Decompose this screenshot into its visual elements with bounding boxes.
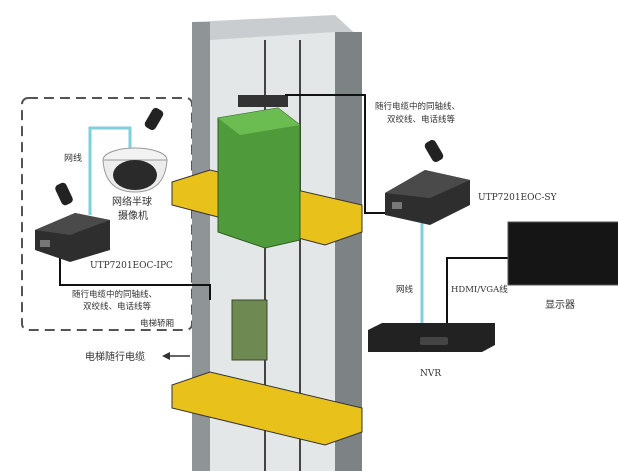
antenna-icon: [55, 182, 73, 206]
monitor-label: 显示器: [545, 299, 575, 311]
arrow-head-icon: [162, 352, 170, 360]
left-network-cable-label: 网线: [64, 152, 82, 164]
left-coax-cable: [59, 255, 211, 300]
nvr-label: NVR: [420, 369, 441, 379]
dome-camera-icon: [102, 147, 168, 193]
converter-sy-device: [385, 170, 470, 225]
camera-label-2: 摄像机: [118, 209, 148, 222]
right-coax-cable: [285, 94, 395, 214]
left-trailing-cable-label: 随行电缆中的同轴线、: [72, 289, 157, 300]
car-label: 电梯轿厢: [140, 318, 175, 329]
left-network-cable: [88, 126, 132, 215]
right-network-cable-label: 网线: [396, 284, 414, 295]
car-roof: [218, 108, 300, 135]
right-trailing-cable-label-2: 双绞线、电话线等: [387, 114, 456, 125]
counterweight: [231, 299, 268, 361]
hdmi-cable: [446, 257, 508, 325]
antenna-icon: [144, 107, 164, 131]
converter-ipc-label: UTP7201EOC-IPC: [90, 261, 173, 271]
converter-ipc-device: [35, 213, 110, 262]
antenna-icon: [424, 139, 444, 163]
monitor-device: [507, 221, 618, 286]
left-trailing-cable-label-2: 双绞线、电话线等: [83, 301, 152, 312]
converter-sy-label: UTP7201EOC-SY: [478, 193, 558, 203]
floor-plate-lower: [171, 371, 363, 446]
elevator-cable-label: 电梯随行电缆: [85, 350, 145, 363]
nvr-device: [368, 323, 495, 352]
right-trailing-cable-label: 随行电缆中的同轴线、: [375, 101, 460, 112]
hdmi-cable-label: HDMI/VGA线: [451, 284, 508, 295]
camera-label: 网络半球: [112, 195, 152, 208]
